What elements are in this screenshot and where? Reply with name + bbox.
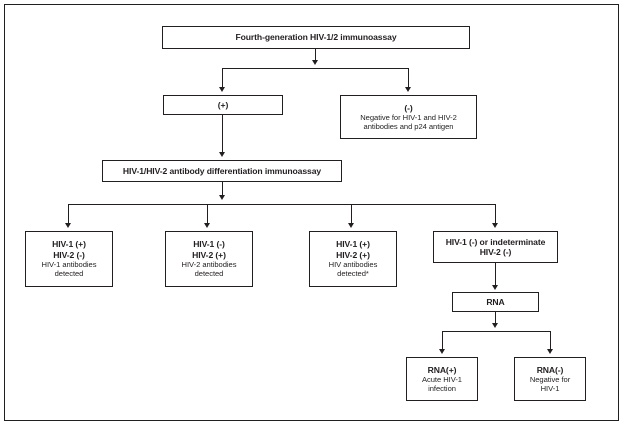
connector-positive-to-differentiation — [222, 115, 223, 153]
node-title-line-1: HIV-1 (+) — [336, 239, 370, 250]
node-subtitle-line-1: HIV antibodies — [328, 260, 378, 270]
node-subtitle-line-2: infection — [428, 384, 456, 394]
arrowhead-result2 — [203, 223, 210, 228]
arrowhead-result1 — [64, 223, 71, 228]
arrowhead-differentiation-stem — [218, 195, 225, 200]
connector-split-bar-rna — [442, 331, 550, 332]
node-title-line-2: HIV-2 (+) — [192, 249, 226, 260]
node-positive-result: (+) — [163, 95, 283, 115]
node-subtitle-line-1: HIV-1 antibodies — [41, 260, 97, 270]
node-rna: RNA — [452, 292, 539, 312]
node-title-line-1: HIV-1 (+) — [52, 239, 86, 250]
node-subtitle-line-1: Negative for — [529, 374, 571, 384]
node-result-hiv1-negative-hiv2-positive: HIV-1 (-) HIV-2 (+) HIV-2 antibodies det… — [165, 231, 253, 287]
connector-differentiation-stem — [222, 182, 223, 196]
connector-split-bar-row2 — [222, 68, 408, 69]
arrowhead-result4 — [491, 223, 498, 228]
node-title: Fourth-generation HIV-1/2 immunoassay — [235, 32, 397, 43]
arrowhead-differentiation — [218, 152, 225, 157]
node-subtitle-line-1: Negative for HIV-1 and HIV-2 — [360, 112, 457, 122]
node-subtitle-line-1: Acute HIV-1 — [422, 374, 462, 384]
arrowhead-result3 — [347, 223, 354, 228]
node-negative-result: (-) Negative for HIV-1 and HIV-2 antibod… — [340, 95, 477, 139]
connector-branch-left-row2 — [222, 68, 223, 88]
node-subtitle-line-2: detected* — [337, 269, 369, 279]
node-rna-positive: RNA(+) Acute HIV-1 infection — [406, 357, 478, 401]
node-rna-negative: RNA(-) Negative for HIV-1 — [514, 357, 586, 401]
node-title-line-2: HIV-2 (+) — [336, 249, 370, 260]
arrowhead-rna-positive — [438, 349, 445, 354]
node-subtitle-line-2: antibodies and p24 antigen — [363, 122, 454, 132]
connector-branch-result3 — [351, 204, 352, 224]
connector-result4-to-rna — [495, 263, 496, 286]
connector-branch-result1 — [68, 204, 69, 224]
node-title: RNA(+) — [427, 364, 457, 375]
connector-split-bar-row4 — [68, 204, 495, 205]
node-subtitle-line-2: HIV-1 — [540, 384, 560, 394]
node-title-line-2: HIV-2 (-) — [53, 249, 85, 260]
node-subtitle-line-1: HIV-2 antibodies — [181, 260, 237, 270]
node-result-hiv1-positive-hiv2-positive: HIV-1 (+) HIV-2 (+) HIV antibodies detec… — [309, 231, 397, 287]
node-result-hiv1-negative-or-indeterminate: HIV-1 (-) or indeterminate HIV-2 (-) — [433, 231, 558, 263]
arrowhead-negative — [404, 87, 411, 92]
node-differentiation-immunoassay: HIV-1/HIV-2 antibody differentiation imm… — [102, 160, 342, 182]
connector-branch-result4 — [495, 204, 496, 224]
node-result-hiv1-positive-hiv2-negative: HIV-1 (+) HIV-2 (-) HIV-1 antibodies det… — [25, 231, 113, 287]
node-fourth-generation-immunoassay: Fourth-generation HIV-1/2 immunoassay — [162, 26, 470, 49]
node-title-line-1: HIV-1 (-) — [193, 239, 225, 250]
node-title: (+) — [217, 99, 229, 110]
connector-branch-rna-positive — [442, 331, 443, 350]
node-title-line-1: HIV-1 (-) or indeterminate — [445, 236, 546, 247]
arrowhead-rna — [491, 285, 498, 290]
figure-border — [4, 4, 619, 421]
node-subtitle-line-2: detected — [54, 269, 84, 279]
arrowhead-rna-stem — [491, 323, 498, 328]
arrowhead-rna-negative — [546, 349, 553, 354]
node-title-line-2: HIV-2 (-) — [479, 247, 512, 257]
node-title: RNA — [486, 296, 505, 307]
connector-branch-result2 — [207, 204, 208, 224]
node-title: RNA(-) — [536, 364, 564, 375]
node-title: (-) — [404, 102, 413, 113]
node-subtitle-line-2: detected — [194, 269, 224, 279]
arrowhead-positive — [218, 87, 225, 92]
connector-top-stem — [315, 49, 316, 61]
connector-branch-rna-negative — [550, 331, 551, 350]
connector-rna-stem — [495, 312, 496, 324]
arrowhead-top-stem — [311, 60, 318, 65]
node-title: HIV-1/HIV-2 antibody differentiation imm… — [122, 165, 322, 176]
connector-branch-right-row2 — [408, 68, 409, 88]
